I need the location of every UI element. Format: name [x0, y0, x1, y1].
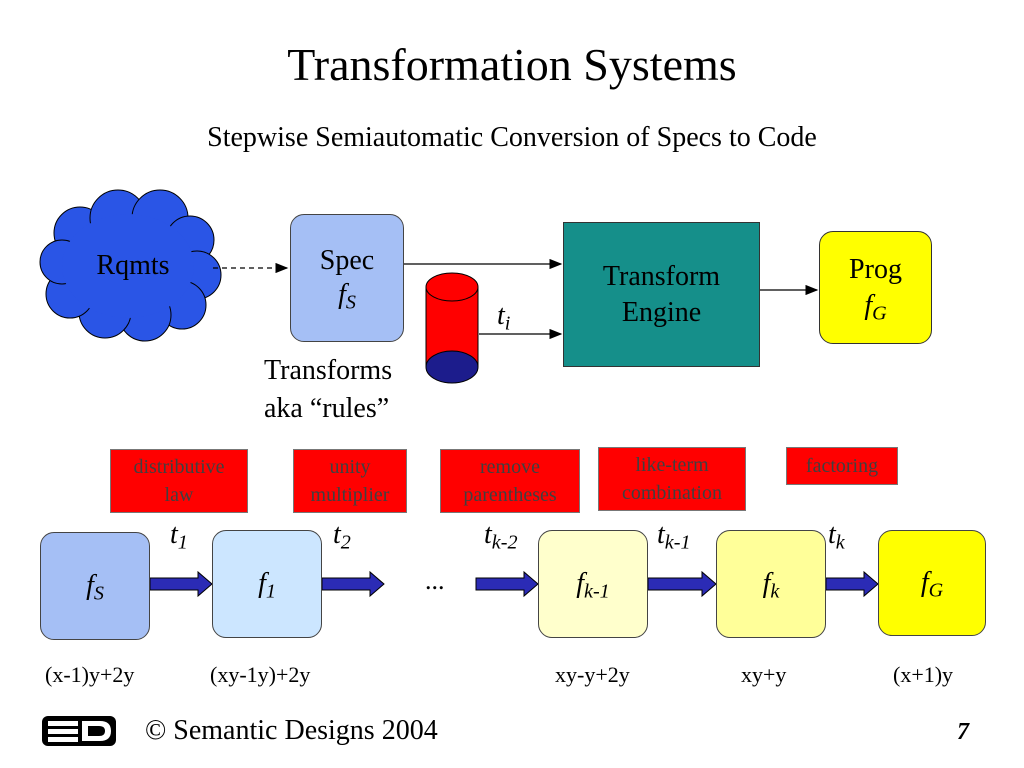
slide-title: Transformation Systems — [287, 39, 737, 90]
pipeline-arrow-4 — [647, 570, 717, 598]
pipeline-arrow-5 — [825, 570, 879, 598]
rule-box-factoring: factoring — [786, 447, 898, 485]
node-fk-1: fk-1 — [538, 530, 648, 638]
transforms-label: Transforms aka “rules” — [264, 355, 393, 424]
prog-box: Prog fG — [819, 231, 932, 344]
expr-fg: (x+1)y — [893, 662, 954, 687]
expr-fs: (x-1)y+2y — [45, 662, 135, 687]
transform-engine-box: Transform Engine — [563, 222, 760, 367]
node-f1: f1 — [212, 530, 322, 638]
step-label-tk-2: tk-2 — [484, 519, 518, 554]
pipeline-arrow-1 — [149, 570, 213, 598]
semantic-designs-logo-icon — [42, 716, 116, 746]
pipeline-ellipsis: ... — [425, 566, 445, 595]
page-number: 7 — [957, 719, 969, 745]
expr-fk: xy+y — [741, 662, 787, 687]
step-label-tk: tk — [828, 519, 845, 554]
rqmts-label: Rqmts — [96, 250, 170, 281]
node-fg: fG — [878, 530, 986, 636]
engine-line1: Transform — [602, 260, 721, 292]
pipeline-arrow-2 — [321, 570, 385, 598]
spec-label: Spec — [319, 245, 375, 276]
expr-f1: (xy-1y)+2y — [210, 662, 311, 687]
rqmts-cloud-icon — [39, 189, 222, 342]
prog-var: fG — [864, 289, 887, 325]
slide-subtitle: Stepwise Semiautomatic Conversion of Spe… — [207, 122, 817, 153]
node-fs: fS — [40, 532, 150, 640]
expr-fk-1: xy-y+2y — [555, 662, 630, 687]
engine-line2: Engine — [621, 296, 702, 328]
footer-copyright: © Semantic Designs 2004 — [145, 715, 438, 746]
pipeline-arrow-3 — [475, 570, 539, 598]
prog-label: Prog — [849, 253, 902, 285]
step-label-tk-1: tk-1 — [657, 519, 691, 554]
spec-var: fS — [338, 279, 356, 314]
ti-label: ti — [497, 300, 511, 335]
step-label-t2: t2 — [333, 519, 351, 554]
transforms-cylinder-icon — [425, 272, 479, 384]
step-label-t1: t1 — [170, 519, 188, 554]
node-fk: fk — [716, 530, 826, 638]
spec-box: Spec fS — [290, 214, 404, 342]
